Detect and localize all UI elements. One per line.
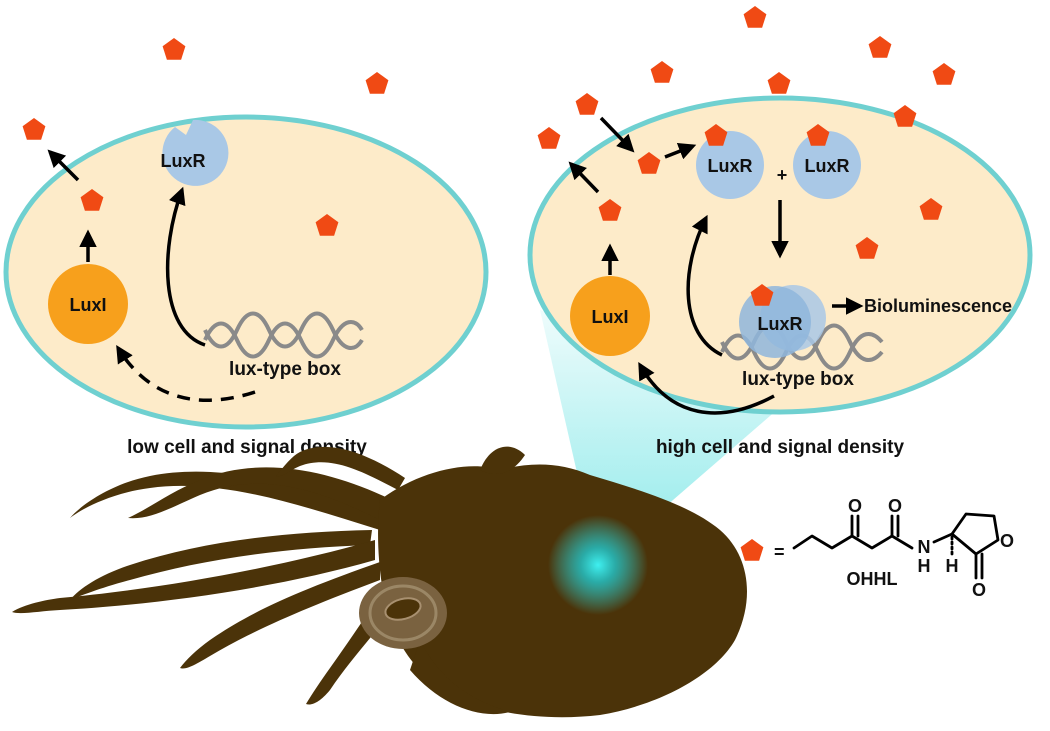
luxr-protein-right [793, 131, 861, 199]
stereo-hydrogen: H [946, 556, 959, 576]
signal-molecule-legend [740, 539, 764, 561]
luxr-protein-left [696, 131, 764, 199]
ohhl-structure [792, 512, 1000, 580]
ketone-oxygen: O [848, 496, 862, 516]
luxr-protein [162, 119, 229, 186]
tentacle [70, 530, 372, 600]
arrow-dna-to-luxi [638, 361, 775, 415]
signal-molecule [767, 72, 791, 94]
signal-molecule [22, 118, 46, 140]
plus-sign: + [777, 165, 788, 185]
ohhl-legend: = O O N H H O O OHHL [740, 496, 1014, 600]
lux-box-label: lux-type box [742, 369, 854, 390]
signal-molecule [537, 127, 561, 149]
squid-eye [359, 577, 447, 649]
compound-name: OHHL [847, 569, 898, 589]
tentacle [12, 540, 375, 614]
dna-helix [203, 311, 364, 359]
arrow-signal-out [47, 149, 80, 182]
signal-molecule [162, 38, 186, 60]
arrow-dna-to-luxr [686, 214, 723, 357]
signal-molecule [365, 72, 389, 94]
tentacle [276, 446, 405, 490]
signal-molecule [743, 6, 767, 28]
lactone-carbonyl-oxygen: O [972, 580, 986, 600]
signal-molecule [650, 61, 674, 83]
signal-molecule [932, 63, 956, 85]
high-density-caption: high cell and signal density [656, 437, 905, 458]
arrow-signal-out [568, 161, 600, 194]
tentacle [128, 467, 392, 520]
signal-molecule [893, 105, 917, 127]
lux-box-label: lux-type box [229, 359, 341, 380]
luxi-protein [48, 264, 128, 344]
arrow-dna-to-luxi-dashed [116, 345, 256, 402]
amide-nitrogen: N [918, 537, 931, 557]
luxi-label: LuxI [591, 307, 628, 327]
luxi-protein [570, 276, 650, 356]
arrow-signal-to-luxr [664, 142, 697, 160]
arrow-dna-to-luxr [165, 186, 206, 347]
low-density-cell: LuxI LuxR lux-type box [3, 114, 489, 430]
arrow-signal-in [599, 116, 635, 153]
bioluminescence-label: Bioluminescence [864, 296, 1012, 316]
tentacle [70, 471, 380, 530]
luxr-label: LuxR [161, 151, 206, 171]
legend-equals: = [774, 542, 785, 562]
luxi-label: LuxI [69, 295, 106, 315]
amide-oxygen: O [888, 496, 902, 516]
ring-oxygen: O [1000, 531, 1014, 551]
high-density-cell: LuxI LuxR + LuxR LuxR lux-type box [527, 95, 1033, 415]
signal-molecule [575, 93, 599, 115]
amide-hydrogen: H [918, 556, 931, 576]
luxr-left-label: LuxR [708, 156, 753, 176]
tentacle [180, 562, 380, 669]
luxr-complex-label: LuxR [758, 314, 803, 334]
luxr-right-label: LuxR [805, 156, 850, 176]
signal-molecule [868, 36, 892, 58]
light-organ-glow [548, 515, 648, 615]
